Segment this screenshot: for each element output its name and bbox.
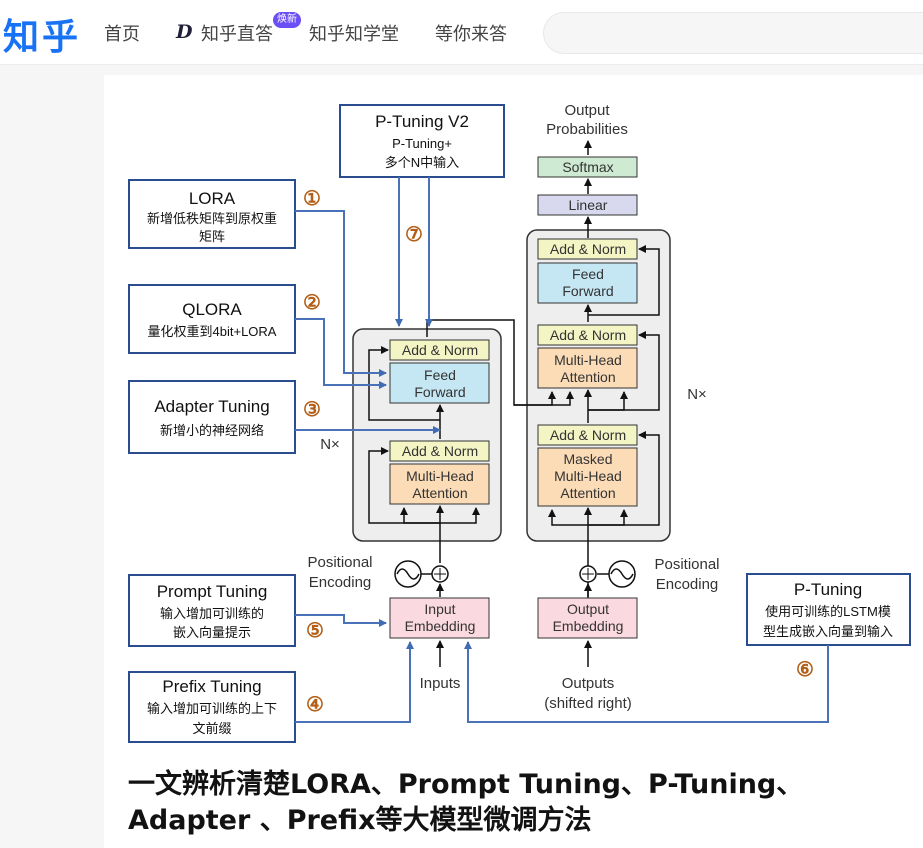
- add-norm-label: Add & Norm: [550, 241, 626, 257]
- linear-block: [537, 194, 638, 216]
- zhida-logo-icon: D: [176, 21, 193, 43]
- marker-6: ⑥: [796, 659, 814, 681]
- output-embedding-block: [537, 597, 638, 639]
- svg-text:Prompt Tuning: Prompt Tuning: [157, 582, 268, 601]
- svg-text:Feed: Feed: [572, 266, 604, 282]
- svg-text:P-Tuning V2: P-Tuning V2: [375, 112, 469, 131]
- decoder-feed-forward: [537, 262, 638, 304]
- svg-text:Positional: Positional: [654, 556, 719, 573]
- p-tuning-box: [746, 573, 911, 646]
- svg-text:量化权重到4bit+LORA: 量化权重到4bit+LORA: [148, 324, 277, 339]
- nav-xuetang[interactable]: 知乎知学堂: [309, 24, 399, 45]
- svg-text:Add & Norm: Add & Norm: [550, 427, 626, 443]
- encoder-feed-forward: [389, 362, 490, 404]
- softmax-label: Softmax: [562, 159, 613, 175]
- encoder-multi-head-attention: [389, 463, 490, 505]
- zhihu-logo[interactable]: 知乎: [3, 17, 82, 58]
- top-navigation-bar: 知乎 首页 D 知乎直答 焕新 知乎知学堂 等你来答: [0, 0, 923, 65]
- new-badge: 焕新: [273, 12, 301, 28]
- svg-text:使用可训练的LSTM模: 使用可训练的LSTM模: [765, 604, 891, 619]
- nav-home[interactable]: 首页: [104, 24, 140, 45]
- marker-3: ③: [303, 399, 321, 421]
- marker-1: ①: [303, 188, 321, 210]
- svg-text:P-Tuning: P-Tuning: [794, 580, 862, 599]
- prompt-tuning-box: [128, 574, 296, 647]
- adapter-tuning-box: [128, 380, 296, 454]
- svg-text:输入增加可训练的上下: 输入增加可训练的上下: [147, 701, 277, 716]
- svg-text:Encoding: Encoding: [309, 574, 372, 591]
- svg-text:Feed: Feed: [424, 367, 456, 383]
- svg-text:Multi-Head: Multi-Head: [554, 352, 622, 368]
- svg-text:Forward: Forward: [562, 283, 613, 299]
- svg-text:多个N中输入: 多个N中输入: [385, 155, 459, 170]
- svg-text:矩阵: 矩阵: [199, 229, 225, 244]
- output-prob-label-2: Probabilities: [546, 121, 628, 138]
- softmax-block: [537, 156, 638, 178]
- svg-text:Embedding: Embedding: [405, 618, 476, 634]
- linear-label: Linear: [569, 197, 608, 213]
- inputs-label: Inputs: [420, 675, 461, 692]
- svg-text:Add & Norm: Add & Norm: [550, 327, 626, 343]
- svg-text:Output: Output: [567, 601, 609, 617]
- decoder-add-norm-2: [537, 324, 638, 346]
- svg-text:Multi-Head: Multi-Head: [554, 468, 622, 484]
- svg-text:输入增加可训练的: 输入增加可训练的: [160, 606, 264, 621]
- article-card[interactable]: Output Probabilities Softmax Linear Add …: [104, 75, 923, 848]
- decoder-add-norm-1: [537, 424, 638, 446]
- svg-text:QLORA: QLORA: [182, 300, 242, 319]
- decoder-add-norm-3: [537, 238, 638, 260]
- prefix-tuning-box: [128, 671, 296, 743]
- svg-text:文前缀: 文前缀: [192, 721, 231, 736]
- marker-2: ②: [303, 292, 321, 314]
- marker-4: ④: [306, 694, 324, 716]
- svg-text:Attention: Attention: [412, 485, 467, 501]
- marker-5: ⑤: [306, 620, 324, 642]
- marker-7: ⑦: [405, 224, 423, 246]
- svg-text:Add & Norm: Add & Norm: [402, 443, 478, 459]
- article-title[interactable]: 一文辨析清楚LORA、Prompt Tuning、P-Tuning、Adapte…: [128, 769, 804, 836]
- qlora-box: [128, 284, 296, 354]
- nav-waiting-answers[interactable]: 等你来答: [435, 24, 507, 45]
- encoder-nx-label: N×: [320, 436, 340, 453]
- svg-text:新增低秩矩阵到原权重: 新增低秩矩阵到原权重: [147, 211, 277, 226]
- encoder-add-norm-2: [389, 339, 490, 361]
- svg-text:Positional: Positional: [307, 554, 372, 571]
- lora-box: [128, 179, 296, 249]
- svg-text:Attention: Attention: [560, 369, 615, 385]
- svg-text:Add & Norm: Add & Norm: [402, 342, 478, 358]
- svg-text:Forward: Forward: [414, 384, 465, 400]
- decoder-multi-head-attention: [537, 347, 638, 389]
- svg-text:Attention: Attention: [560, 485, 615, 501]
- svg-text:Input: Input: [424, 601, 455, 617]
- svg-text:嵌入向量提示: 嵌入向量提示: [173, 625, 251, 640]
- svg-text:Multi-Head: Multi-Head: [406, 468, 474, 484]
- svg-text:Encoding: Encoding: [656, 576, 719, 593]
- svg-text:LORA: LORA: [189, 189, 236, 208]
- svg-text:P-Tuning+: P-Tuning+: [392, 136, 452, 151]
- encoder-stack: [352, 328, 502, 542]
- search-input[interactable]: [543, 12, 923, 54]
- decoder-masked-attention: [537, 447, 638, 507]
- svg-text:新增小的神经网络: 新增小的神经网络: [160, 423, 264, 438]
- p-tuning-v2-box: [339, 104, 505, 178]
- decoder-nx-label: N×: [687, 386, 707, 403]
- input-embedding-block: [389, 597, 490, 639]
- fine-tuning-diagram: Output Probabilities Softmax Linear Add …: [128, 102, 911, 743]
- output-prob-label: Output: [564, 102, 610, 119]
- svg-text:Embedding: Embedding: [553, 618, 624, 634]
- nav-zhida-label: 知乎直答: [201, 24, 273, 45]
- encoder-add-norm-1: [389, 440, 490, 462]
- svg-text:Masked: Masked: [563, 451, 612, 467]
- svg-text:型生成嵌入向量到输入: 型生成嵌入向量到输入: [763, 624, 893, 639]
- outputs-label: Outputs: [562, 675, 615, 692]
- svg-text:Adapter Tuning: Adapter Tuning: [154, 397, 269, 416]
- shifted-right-label: (shifted right): [544, 695, 632, 712]
- svg-text:Prefix Tuning: Prefix Tuning: [162, 677, 261, 696]
